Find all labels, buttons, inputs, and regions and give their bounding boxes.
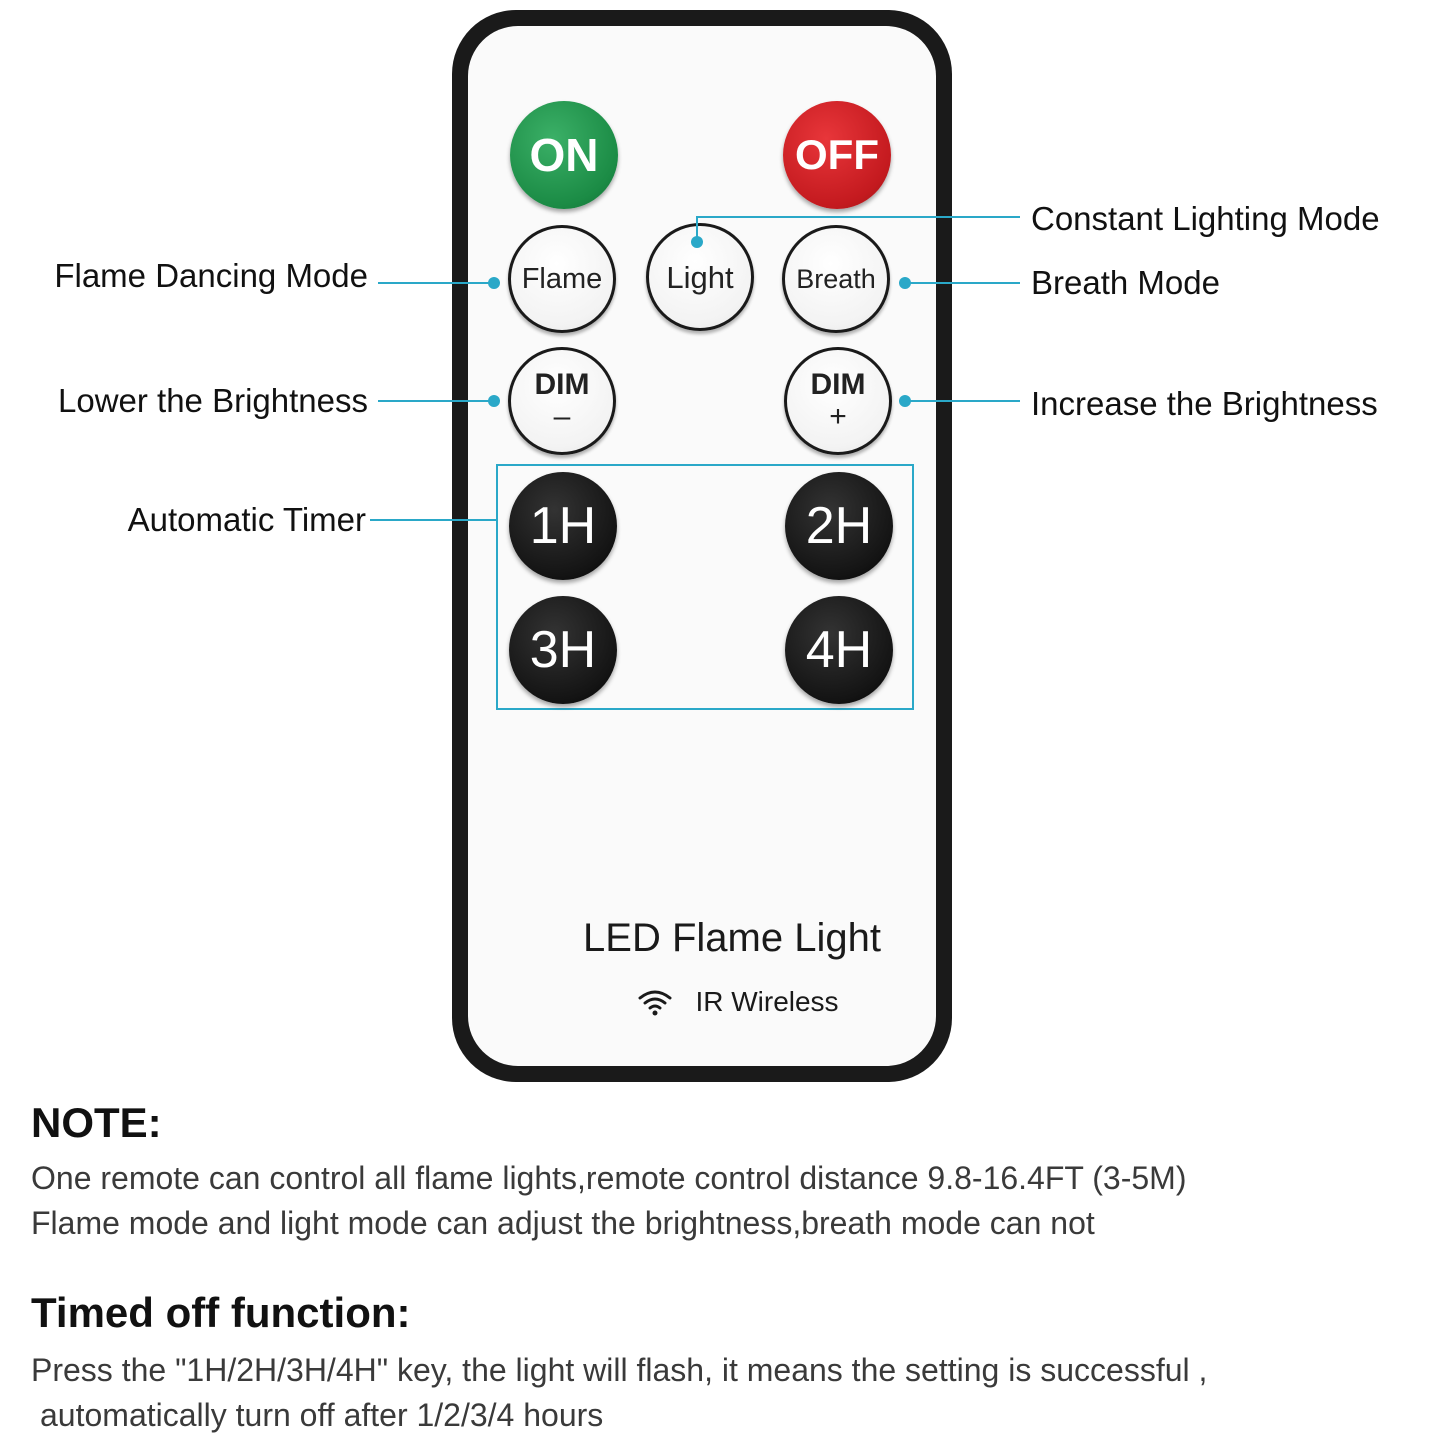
on-button[interactable]: ON — [510, 101, 618, 209]
label-flame-dancing-mode: Flame Dancing Mode — [54, 257, 368, 294]
dim-plus-stack: DIM + — [811, 370, 866, 432]
dim-plus-word: DIM — [810, 368, 866, 401]
timer-4h-button[interactable]: 4H — [785, 596, 893, 704]
flame-button[interactable]: Flame — [508, 225, 616, 333]
light-button[interactable]: Light — [646, 223, 754, 331]
timer-1h-label: 1H — [529, 497, 597, 555]
timer-highlight-frame — [496, 464, 914, 710]
label-automatic-timer: Automatic Timer — [127, 501, 366, 538]
timer-3h-label: 3H — [529, 621, 597, 679]
note-line-1: One remote can control all flame lights,… — [31, 1160, 1187, 1196]
dim-plus-sign: + — [829, 400, 847, 433]
timed-off-heading: Timed off function: — [31, 1289, 411, 1336]
dim-minus-stack: DIM – — [535, 370, 590, 432]
off-button[interactable]: OFF — [783, 101, 891, 209]
dim-minus-sign: – — [553, 400, 571, 433]
label-lower-brightness: Lower the Brightness — [57, 382, 368, 419]
on-button-label: ON — [529, 129, 599, 181]
brand-title: LED Flame Light — [583, 916, 881, 960]
timer-2h-label: 2H — [805, 497, 873, 555]
dim-minus-word: DIM — [534, 368, 590, 401]
label-constant-lighting-mode: Constant Lighting Mode — [1031, 200, 1380, 237]
timer-3h-button[interactable]: 3H — [509, 596, 617, 704]
breath-button-label: Breath — [796, 263, 876, 294]
label-increase-brightness: Increase the Brightness — [1031, 385, 1378, 422]
note-heading: NOTE: — [31, 1099, 162, 1146]
breath-button[interactable]: Breath — [782, 225, 890, 333]
brand-subtitle: IR Wireless — [695, 986, 839, 1017]
timed-line-1: Press the "1H/2H/3H/4H" key, the light w… — [31, 1352, 1208, 1388]
off-button-label: OFF — [795, 131, 879, 178]
timer-1h-button[interactable]: 1H — [509, 472, 617, 580]
dim-plus-button[interactable]: DIM + — [784, 347, 892, 455]
flame-button-label: Flame — [521, 262, 603, 295]
note-line-2: Flame mode and light mode can adjust the… — [31, 1205, 1095, 1241]
timer-2h-button[interactable]: 2H — [785, 472, 893, 580]
wifi-signal-icon — [638, 990, 672, 1016]
label-breath-mode: Breath Mode — [1031, 264, 1220, 301]
timed-line-2: automatically turn off after 1/2/3/4 hou… — [40, 1397, 604, 1433]
dim-minus-button[interactable]: DIM – — [508, 347, 616, 455]
timer-4h-label: 4H — [805, 621, 873, 679]
brand-subtitle-row: IR Wireless — [488, 986, 988, 1018]
light-button-label: Light — [666, 259, 734, 295]
